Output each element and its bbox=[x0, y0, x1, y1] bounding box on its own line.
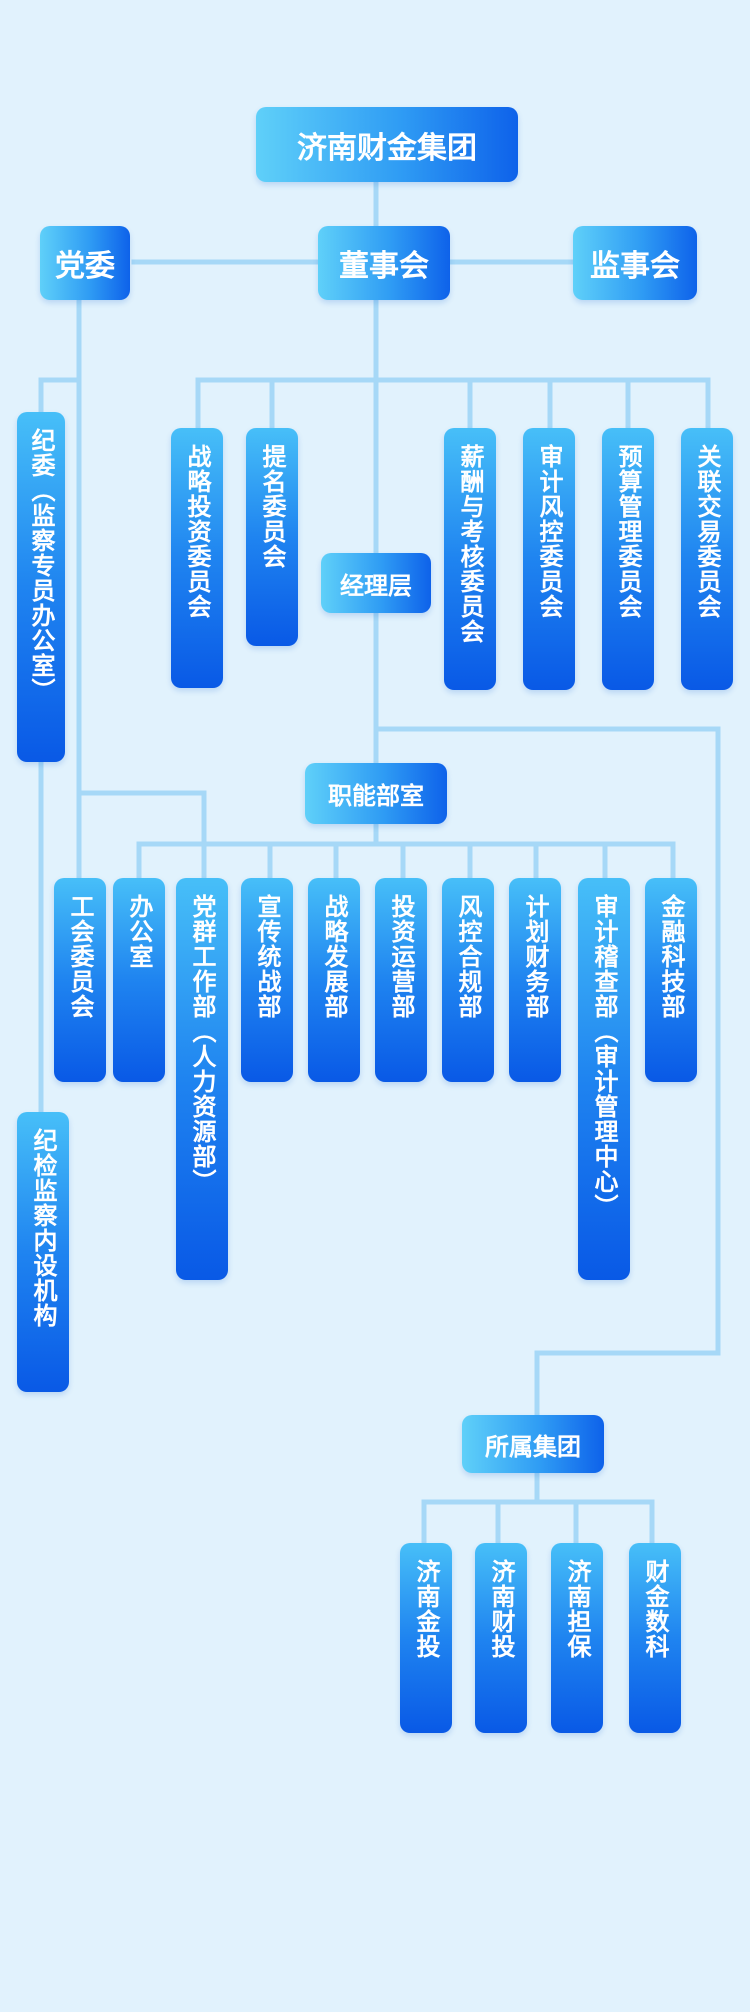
subsidiary-label: 济南金投 bbox=[412, 1559, 440, 1659]
department-label: 投资运营部 bbox=[387, 894, 415, 1019]
subsidiary-node: 财金数科 bbox=[629, 1543, 681, 1733]
department-label: 金融科技部 bbox=[657, 894, 685, 1019]
department-node: 风控合规部 bbox=[442, 878, 494, 1082]
committee-label: 薪酬与考核委员会 bbox=[456, 444, 484, 644]
committee-label: 提名委员会 bbox=[258, 444, 286, 569]
department-node: 投资运营部 bbox=[375, 878, 427, 1082]
subsidiary-label: 济南担保 bbox=[563, 1559, 591, 1659]
department-node: 金融科技部 bbox=[645, 878, 697, 1082]
department-node: 计划财务部 bbox=[509, 878, 561, 1082]
committee-node: 战略投资委员会 bbox=[171, 428, 223, 688]
committee-label: 关联交易委员会 bbox=[693, 444, 721, 619]
discipline-internal-node: 纪检监察内设机构 bbox=[17, 1112, 69, 1392]
subsidiary-node: 济南财投 bbox=[475, 1543, 527, 1733]
department-node: 办公室 bbox=[113, 878, 165, 1082]
committee-node: 提名委员会 bbox=[246, 428, 298, 646]
group-hq-node: 济南财金集团 bbox=[256, 107, 518, 182]
discipline-internal-label: 纪检监察内设机构 bbox=[29, 1128, 57, 1328]
subsidiary-label: 济南财投 bbox=[487, 1559, 515, 1659]
discipline-commission-label: 纪委（监察专员办公室） bbox=[27, 428, 55, 703]
committee-node: 审计风控委员会 bbox=[523, 428, 575, 690]
department-label: 计划财务部 bbox=[521, 894, 549, 1019]
supervisory-board-node: 监事会 bbox=[573, 226, 697, 300]
department-label: 风控合规部 bbox=[454, 894, 482, 1019]
department-node: 审计稽查部（审计管理中心） bbox=[578, 878, 630, 1280]
party-committee-node: 党委 bbox=[40, 226, 130, 300]
subsidiary-label: 财金数科 bbox=[641, 1559, 669, 1659]
committee-label: 审计风控委员会 bbox=[535, 444, 563, 619]
subsidiary-node: 济南金投 bbox=[400, 1543, 452, 1733]
department-node: 工会委员会 bbox=[54, 878, 106, 1082]
department-node: 党群工作部（人力资源部） bbox=[176, 878, 228, 1280]
subsidiary-node: 济南担保 bbox=[551, 1543, 603, 1733]
department-label: 办公室 bbox=[125, 894, 153, 969]
department-label: 审计稽查部（审计管理中心） bbox=[590, 894, 618, 1219]
functional-departments-node: 职能部室 bbox=[305, 763, 447, 824]
department-label: 党群工作部（人力资源部） bbox=[188, 894, 216, 1194]
subsidiaries-node: 所属集团 bbox=[462, 1415, 604, 1473]
committee-label: 预算管理委员会 bbox=[614, 444, 642, 619]
department-node: 宣传统战部 bbox=[241, 878, 293, 1082]
committee-node: 关联交易委员会 bbox=[681, 428, 733, 690]
department-label: 战略发展部 bbox=[320, 894, 348, 1019]
board-node: 董事会 bbox=[318, 226, 450, 300]
committee-node: 预算管理委员会 bbox=[602, 428, 654, 690]
department-node: 战略发展部 bbox=[308, 878, 360, 1082]
management-node: 经理层 bbox=[321, 553, 431, 613]
committee-label: 战略投资委员会 bbox=[183, 444, 211, 619]
department-label: 宣传统战部 bbox=[253, 894, 281, 1019]
committee-node: 薪酬与考核委员会 bbox=[444, 428, 496, 690]
discipline-commission-node: 纪委（监察专员办公室） bbox=[17, 412, 65, 762]
department-label: 工会委员会 bbox=[66, 894, 94, 1019]
